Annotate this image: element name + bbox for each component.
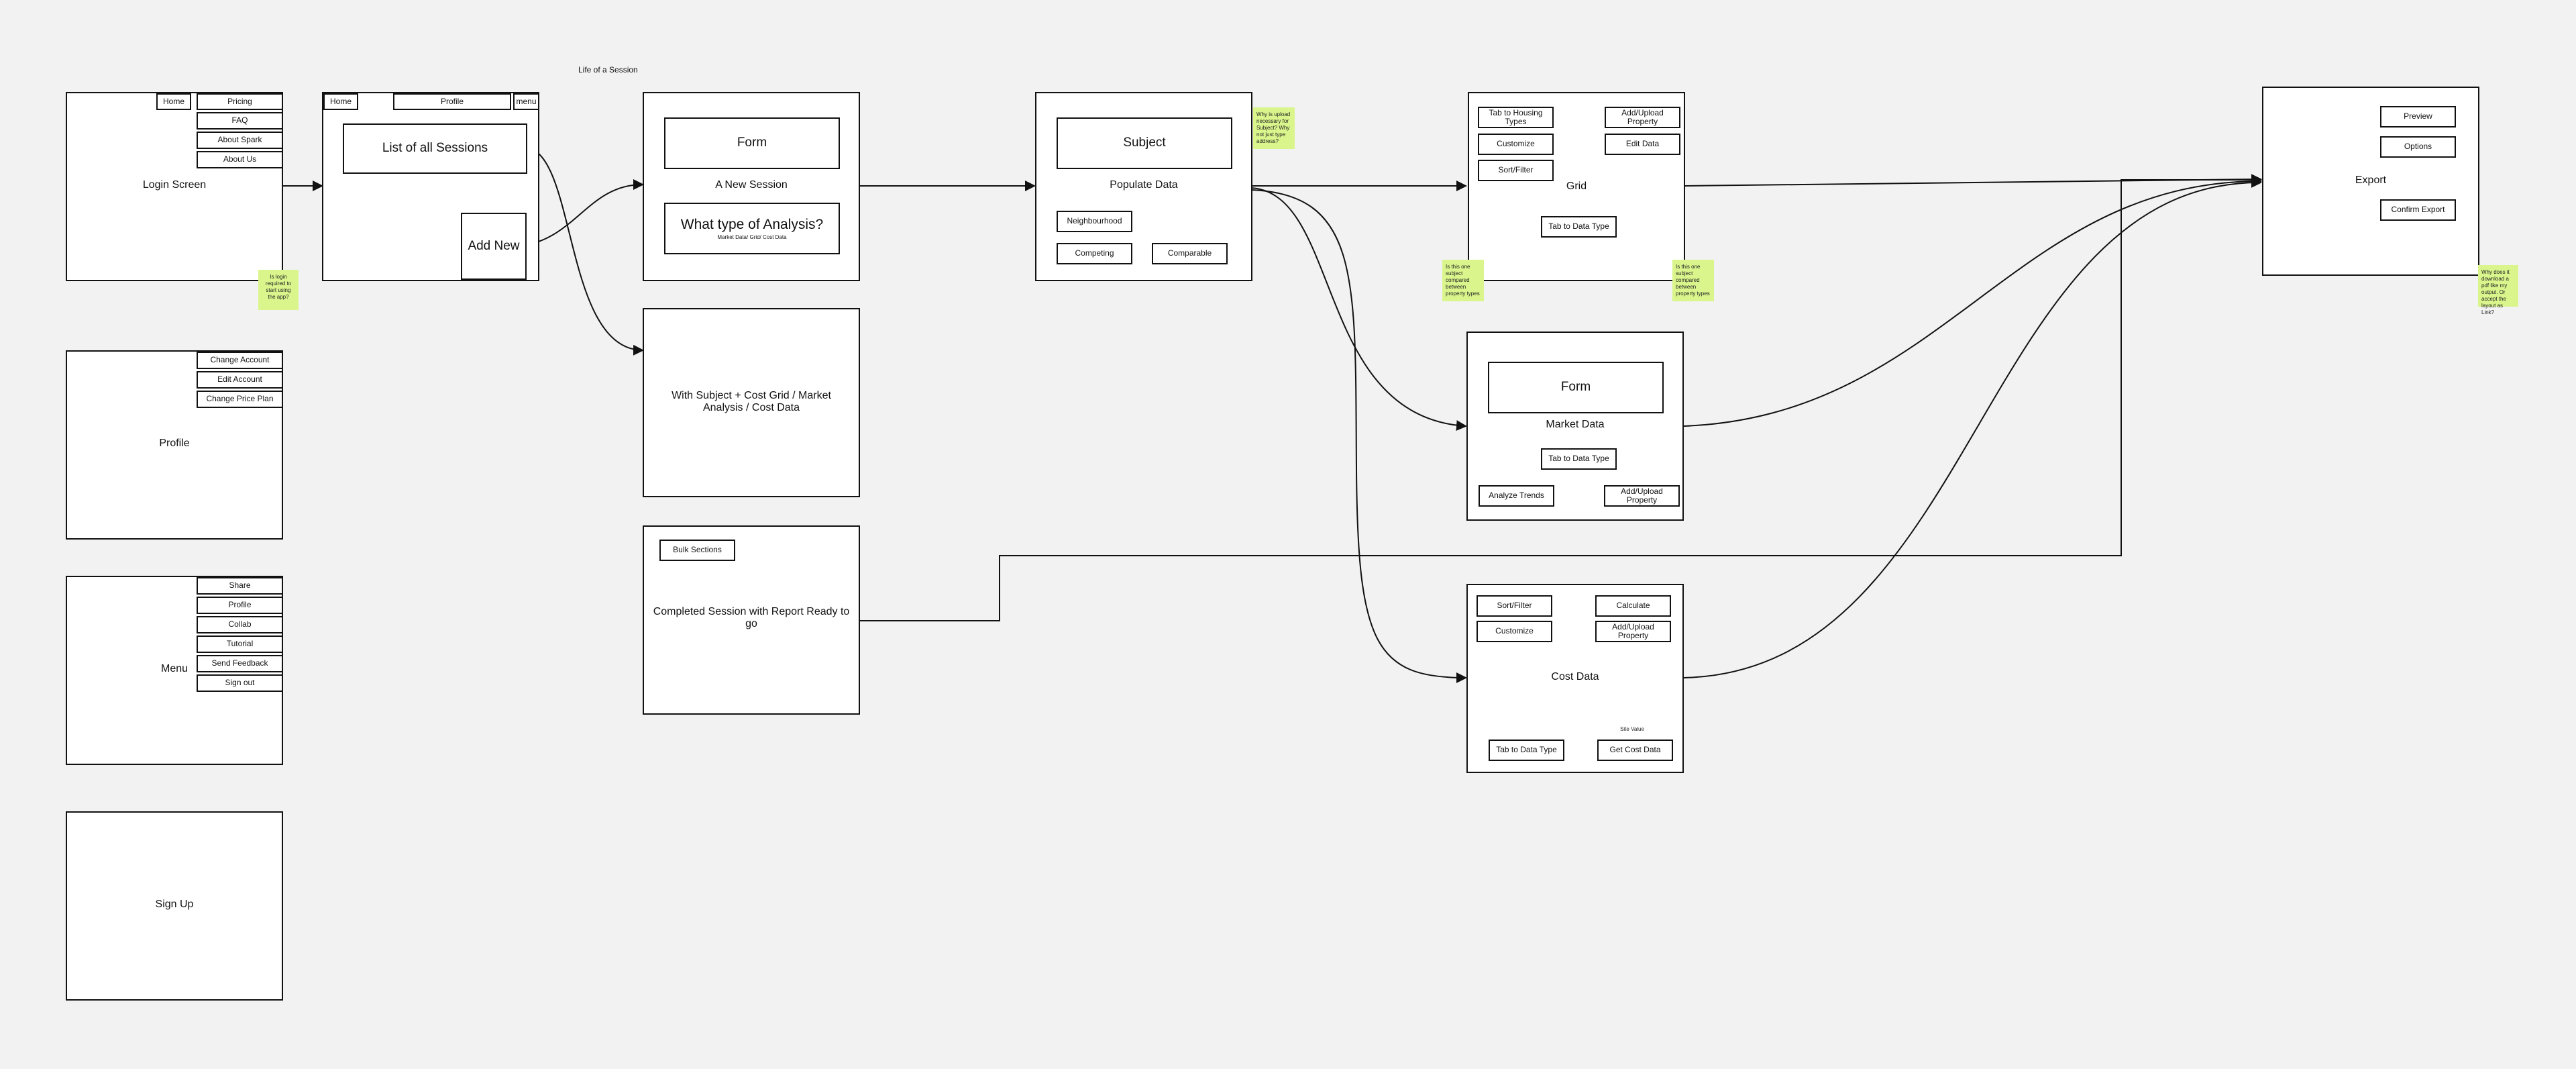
pricing-menu-item[interactable]: Pricing (197, 93, 283, 110)
subject-block[interactable]: Subject (1057, 117, 1232, 169)
sessions-screen-frame: Home Profile menu List of all Sessions A… (322, 92, 539, 281)
completed-session-frame: Bulk Sections Completed Session with Rep… (643, 525, 860, 715)
confirm-export-button[interactable]: Confirm Export (2380, 199, 2456, 221)
tab-to-data-type-button[interactable]: Tab to Data Type (1541, 216, 1617, 238)
with-subject-label: With Subject + Cost Grid / Market Analys… (672, 390, 831, 413)
sort-filter-button[interactable]: Sort/Filter (1477, 595, 1552, 617)
new-session-frame: Form A New Session What type of Analysis… (643, 92, 860, 281)
grid-left-sticky-note: Is this one subject compared between pro… (1442, 260, 1484, 301)
customize-button[interactable]: Customize (1478, 134, 1554, 155)
connector-list-newsession (526, 147, 644, 356)
profile-screen-frame: Change Account Edit Account Change Price… (66, 350, 283, 540)
populate-data-label: Populate Data (1110, 179, 1178, 191)
profile-screen-label: Profile (159, 438, 190, 449)
connector-market-export (1683, 176, 2262, 427)
tab-to-data-type-button[interactable]: Tab to Data Type (1489, 740, 1564, 761)
bulk-sections-button[interactable]: Bulk Sections (659, 540, 735, 561)
profile-menu-item[interactable]: Profile (197, 597, 283, 614)
sign-out-menu-item[interactable]: Sign out (197, 674, 283, 692)
grid-label: Grid (1566, 181, 1587, 192)
neighbourhood-button[interactable]: Neighbourhood (1057, 211, 1132, 232)
market-form-block[interactable]: Form (1488, 362, 1664, 413)
options-button[interactable]: Options (2380, 136, 2456, 158)
about-us-menu-item[interactable]: About Us (197, 151, 283, 168)
edit-data-button[interactable]: Edit Data (1605, 134, 1680, 155)
share-menu-item[interactable]: Share (197, 577, 283, 595)
connector-cost-export (1683, 176, 2262, 678)
edit-account-button[interactable]: Edit Account (197, 371, 283, 389)
competing-button[interactable]: Competing (1057, 243, 1132, 264)
menu-button[interactable]: menu (513, 93, 539, 110)
cost-data-frame: Sort/Filter Customize Calculate Add/Uplo… (1466, 584, 1684, 773)
grid-right-sticky-note: Is this one subject compared between pro… (1672, 260, 1714, 301)
signup-screen-label: Sign Up (155, 899, 194, 910)
calculate-button[interactable]: Calculate (1595, 595, 1671, 617)
signup-screen-frame: Sign Up (66, 811, 283, 1001)
home-button[interactable]: Home (323, 93, 358, 110)
collab-menu-item[interactable]: Collab (197, 616, 283, 633)
add-upload-property-button[interactable]: Add/Upload Property (1604, 485, 1680, 507)
connector-grid-export (1684, 174, 2262, 187)
change-account-button[interactable]: Change Account (197, 352, 283, 369)
form-block[interactable]: Form (664, 117, 840, 169)
analysis-type-title: What type of Analysis? (680, 216, 824, 232)
faq-menu-item[interactable]: FAQ (197, 112, 283, 130)
profile-button[interactable]: Profile (393, 93, 511, 110)
add-new-button[interactable]: Add New (461, 213, 527, 280)
export-frame: Preview Options Export Confirm Export (2262, 87, 2479, 276)
change-price-plan-button[interactable]: Change Price Plan (197, 391, 283, 408)
analyze-trends-button[interactable]: Analyze Trends (1479, 485, 1554, 507)
preview-button[interactable]: Preview (2380, 106, 2456, 128)
comparable-button[interactable]: Comparable (1152, 243, 1228, 264)
customize-button[interactable]: Customize (1477, 621, 1552, 642)
completed-session-label: Completed Session with Report Ready to g… (653, 606, 850, 629)
menu-screen-frame: Share Profile Collab Tutorial Send Feedb… (66, 576, 283, 765)
add-upload-property-button[interactable]: Add/Upload Property (1605, 107, 1680, 128)
grid-frame: Tab to Housing Types Customize Sort/Filt… (1468, 92, 1685, 281)
market-data-frame: Form Market Data Tab to Data Type Analyz… (1466, 332, 1684, 521)
subject-frame: Subject Populate Data Neighbourhood Comp… (1035, 92, 1252, 281)
tutorial-menu-item[interactable]: Tutorial (197, 635, 283, 653)
board-title: Life of a Session (578, 65, 638, 74)
new-session-label: A New Session (715, 179, 788, 191)
sessions-list[interactable]: List of all Sessions (343, 123, 527, 174)
market-data-label: Market Data (1546, 419, 1605, 430)
login-sticky-note: Is login required to start using the app… (258, 270, 299, 310)
with-subject-frame: With Subject + Cost Grid / Market Analys… (643, 308, 860, 497)
home-button[interactable]: Home (156, 93, 191, 110)
subject-sticky-note: Why is upload necessary for Subject? Why… (1253, 107, 1295, 149)
add-upload-property-button[interactable]: Add/Upload Property (1595, 621, 1671, 642)
analysis-type-block[interactable]: What type of Analysis? Market Data/ Grid… (664, 203, 840, 254)
export-label: Export (2355, 174, 2387, 186)
get-cost-data-button[interactable]: Get Cost Data (1597, 740, 1673, 761)
connector-subject-cost (1251, 189, 1467, 683)
cost-data-label: Cost Data (1551, 671, 1599, 682)
connector-addnew-newsession (526, 179, 644, 246)
export-sticky-note: Why does it download a pdf like my outpu… (2478, 265, 2518, 315)
tab-to-data-type-button[interactable]: Tab to Data Type (1541, 448, 1617, 470)
analysis-type-options: Market Data/ Grid/ Cost Data (717, 234, 787, 240)
login-screen-label: Login Screen (142, 179, 207, 191)
sort-filter-button[interactable]: Sort/Filter (1478, 160, 1554, 181)
about-spark-menu-item[interactable]: About Spark (197, 132, 283, 149)
site-value-label: Site Value (1620, 726, 1644, 732)
connector-subject-market (1251, 187, 1467, 431)
send-feedback-menu-item[interactable]: Send Feedback (197, 655, 283, 672)
tab-to-housing-types-button[interactable]: Tab to Housing Types (1478, 107, 1554, 128)
menu-screen-label: Menu (160, 663, 189, 674)
login-screen-frame: Home Pricing FAQ About Spark About Us Lo… (66, 92, 283, 281)
